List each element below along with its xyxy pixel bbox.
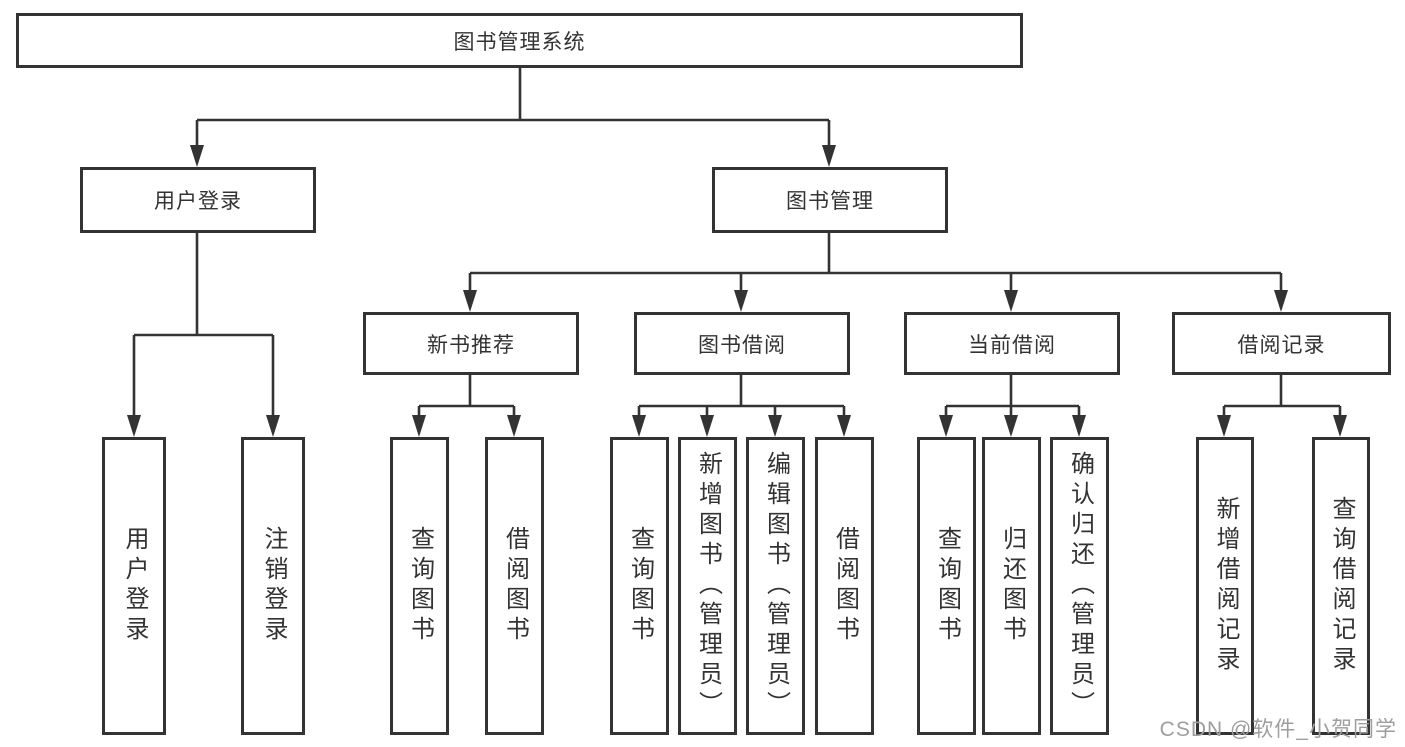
leaf-records-query-record: 查询借阅记录 <box>1312 437 1370 735</box>
leaf-records-add-record: 新增借阅记录 <box>1196 437 1254 735</box>
node-user-login: 用户登录 <box>80 167 316 233</box>
leaf-user-login: 用户登录 <box>102 437 166 735</box>
connector-current-borrowing-split <box>939 374 1086 437</box>
leaf-borrow-query-books: 查询图书 <box>610 437 669 735</box>
leaf-logout: 注销登录 <box>241 437 305 735</box>
connector-user-login-split <box>127 232 280 437</box>
node-book-borrowing: 图书借阅 <box>634 312 850 375</box>
leaf-borrow-edit-books-admin: 编辑图书（管理员） <box>746 437 805 735</box>
connector-new-book-recommendation-split <box>412 374 521 437</box>
csdn-watermark: CSDN @软件_小贺同学 <box>1159 718 1397 741</box>
leaf-borrow-borrow-books: 借阅图书 <box>815 437 874 735</box>
node-new-book-recommendation: 新书推荐 <box>363 312 579 375</box>
leaf-recommend-query-books: 查询图书 <box>390 437 449 735</box>
leaf-current-return-books: 归还图书 <box>982 437 1041 735</box>
leaf-current-query-books: 查询图书 <box>917 437 976 735</box>
connector-root-split <box>190 67 836 167</box>
leaf-current-confirm-return-admin: 确认归还（管理员） <box>1050 437 1109 735</box>
leaf-borrow-add-books-admin: 新增图书（管理员） <box>678 437 737 735</box>
leaf-recommend-borrow-books: 借阅图书 <box>485 437 544 735</box>
node-book-management: 图书管理 <box>712 167 948 233</box>
connector-book-borrowing-split <box>632 374 851 437</box>
node-root: 图书管理系统 <box>16 13 1023 68</box>
node-borrowing-records: 借阅记录 <box>1172 312 1391 375</box>
node-current-borrowing: 当前借阅 <box>904 312 1120 375</box>
connector-borrowing-records-split <box>1217 374 1347 437</box>
connector-book-management-split <box>463 232 1288 312</box>
